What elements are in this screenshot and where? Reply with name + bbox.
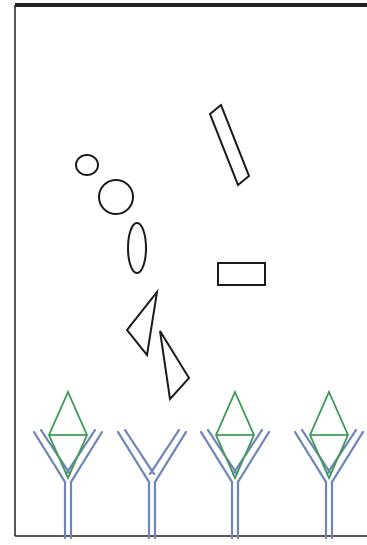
horizontal-rectangle-shape	[218, 263, 265, 285]
free-shapes	[76, 105, 265, 399]
circle-shape	[99, 180, 133, 214]
antibody-y-shape	[118, 430, 186, 538]
antibody-y-shape	[34, 430, 102, 538]
antibody-left-arm-line	[34, 432, 65, 482]
antibody-right-arm-line	[332, 432, 363, 482]
antibody-right-arm-line	[71, 432, 102, 482]
upper-triangle-shape	[127, 292, 157, 355]
bound-antigens	[49, 392, 348, 478]
antibody-left-arm-line	[295, 432, 326, 482]
panel-frame	[15, 5, 367, 536]
antibody-left-arm-line	[201, 432, 232, 482]
antibody-right-arm-line	[238, 432, 269, 482]
antibody-y-shape	[201, 430, 269, 538]
antibody-left-arm-line	[118, 432, 149, 482]
lower-triangle-shape	[160, 331, 189, 399]
antibody-right-arm-line	[155, 432, 186, 482]
tall-ellipse-shape	[128, 223, 146, 273]
antibody-y-shape	[295, 430, 363, 538]
tilted-rectangle-shape	[210, 105, 249, 185]
antibodies	[34, 430, 363, 538]
small-ellipse-shape	[76, 155, 98, 175]
